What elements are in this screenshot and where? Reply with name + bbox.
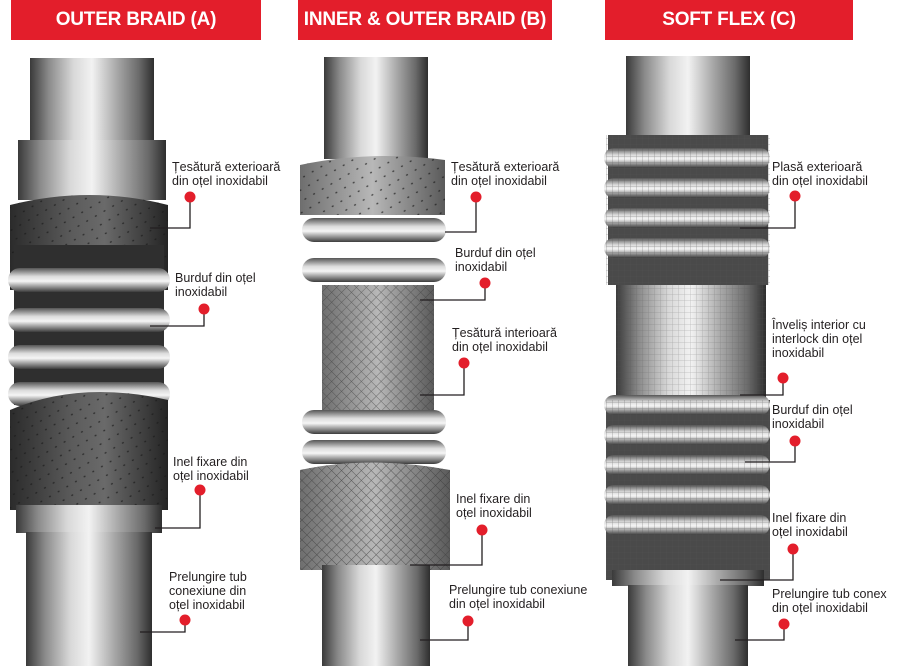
marker-dot — [476, 524, 488, 536]
marker-dot — [194, 484, 206, 496]
marker-dot — [789, 435, 801, 447]
marker-dot — [778, 618, 790, 630]
label-c-interlock-liner: Înveliș interior cu interlock din oțel i… — [772, 318, 866, 360]
header-soft-flex: SOFT FLEX (C) — [605, 0, 853, 40]
label-a-outer-braid: Țesătură exterioară din oțel inoxidabil — [172, 160, 281, 188]
label-a-bellows: Burduf din oțel inoxidabil — [175, 271, 256, 299]
label-b-fixing-ring: Inel fixare din oțel inoxidabil — [456, 492, 532, 520]
label-a-extension-tube: Prelungire tub conexiune din oțel inoxid… — [169, 570, 247, 612]
header-outer-braid: OUTER BRAID (A) — [11, 0, 261, 40]
header-inner-outer-braid: INNER & OUTER BRAID (B) — [298, 0, 552, 40]
label-a-fixing-ring: Inel fixare din oțel inoxidabil — [173, 455, 249, 483]
marker-dot — [179, 614, 191, 626]
marker-dot — [184, 191, 196, 203]
pipe-a — [8, 58, 170, 666]
marker-dots — [179, 190, 801, 630]
marker-dot — [789, 190, 801, 202]
label-b-extension-tube: Prelungire tub conexiune din oțel inoxid… — [449, 583, 588, 611]
label-c-bellows: Burduf din oțel inoxidabil — [772, 403, 853, 431]
label-c-outer-mesh: Plasă exterioară din oțel inoxidabil — [772, 160, 868, 188]
label-b-inner-braid: Țesătură interioară din oțel inoxidabil — [452, 326, 557, 354]
label-c-extension-tube: Prelungire tub conex din oțel inoxidabil — [772, 587, 887, 615]
marker-dot — [479, 277, 491, 289]
label-b-bellows: Burduf din oțel inoxidabil — [455, 246, 536, 274]
marker-dot — [777, 372, 789, 384]
pipe-c — [604, 56, 770, 666]
marker-dot — [198, 303, 210, 315]
marker-dot — [462, 615, 474, 627]
pipe-b — [300, 57, 450, 666]
marker-dot — [787, 543, 799, 555]
label-c-fixing-ring: Inel fixare din oțel inoxidabil — [772, 511, 848, 539]
leader-lines — [140, 196, 796, 641]
marker-dot — [458, 357, 470, 369]
label-b-outer-braid: Țesătură exterioară din oțel inoxidabil — [451, 160, 560, 188]
marker-dot — [470, 191, 482, 203]
